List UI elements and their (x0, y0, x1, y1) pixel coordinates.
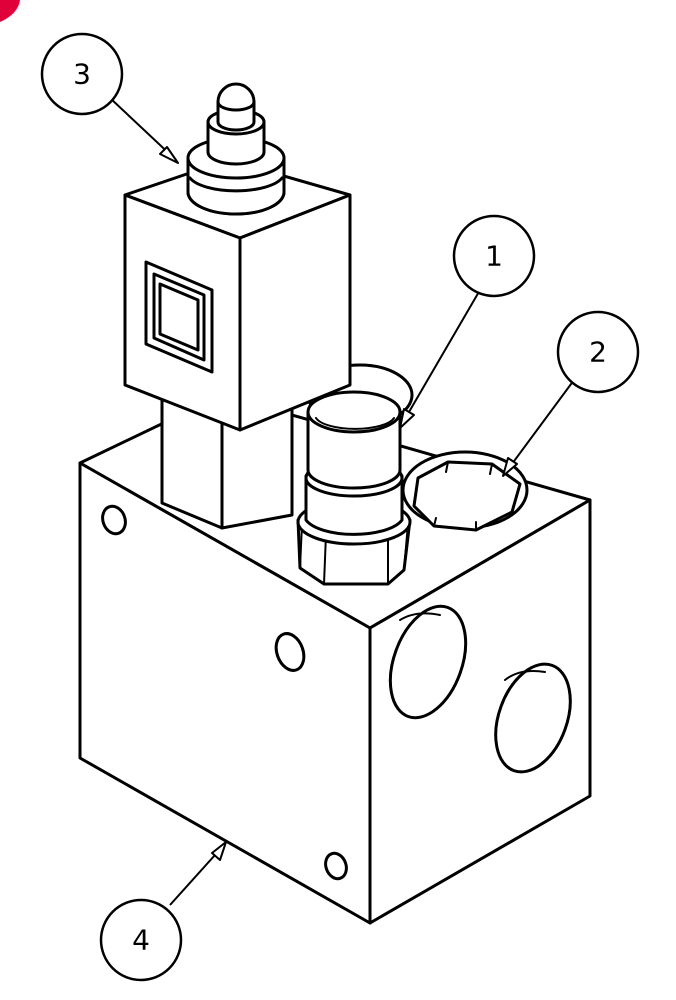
callout-label: 3 (73, 58, 91, 91)
corner-mark (0, 0, 20, 22)
callout-label: 2 (589, 336, 607, 369)
manifold-port (494, 662, 572, 774)
manifold-hole (274, 632, 306, 672)
solenoid-coil-right (238, 193, 352, 432)
solenoid-cap (186, 82, 286, 216)
manifold-port (388, 604, 468, 720)
cartridge-valve (296, 390, 412, 586)
callout-label: 1 (485, 240, 503, 273)
manifold-hole (101, 504, 127, 536)
callout-label: 4 (132, 924, 150, 957)
callout-4: 4 (99, 841, 227, 982)
solenoid-valve (123, 82, 352, 530)
hex-plug (401, 450, 529, 532)
manifold-hole (324, 851, 348, 881)
callout-2: 2 (502, 310, 640, 477)
manifold-right-face (368, 498, 592, 925)
callout-1: 1 (399, 214, 536, 429)
callout-3: 3 (40, 32, 179, 164)
